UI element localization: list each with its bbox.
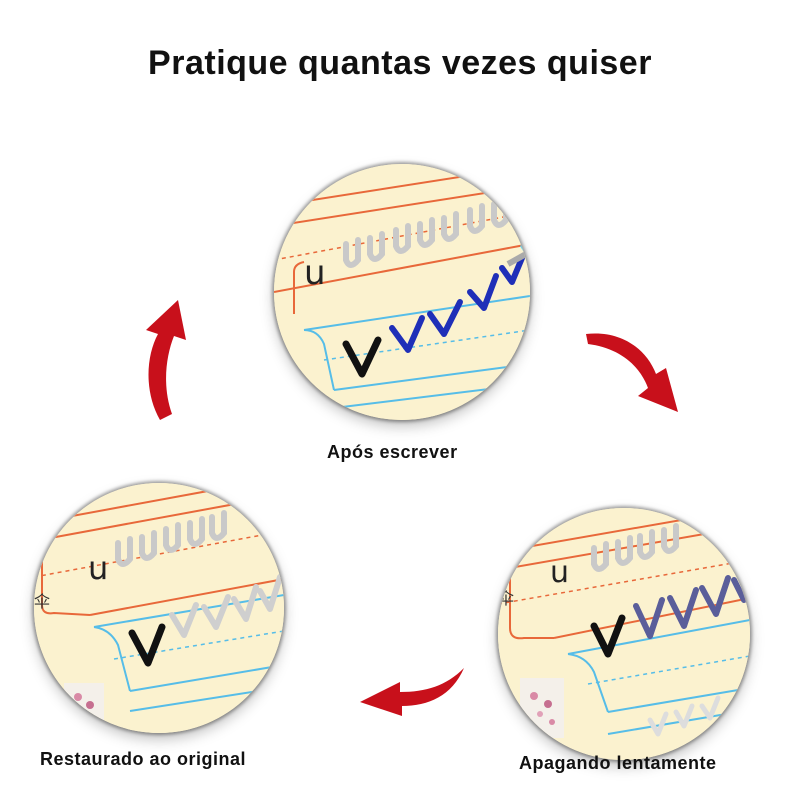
- caption-erasing: Apagando lentamente: [519, 753, 717, 773]
- erasing-photo: u 伞: [498, 508, 750, 760]
- caption-after-writing: Após escrever: [327, 442, 458, 462]
- after-writing-photo: u: [274, 164, 530, 420]
- arrow-up-left: [146, 300, 186, 420]
- practice-letter-u: u: [88, 549, 108, 587]
- arrow-right-down: [586, 333, 678, 412]
- page-title: Pratique quantas vezes quiser: [148, 44, 652, 82]
- restored-photo: u 伞: [34, 483, 284, 733]
- arrow-left-bottom: [360, 668, 464, 716]
- practice-letter-u: u: [550, 555, 569, 590]
- caption-restored: Restaurado ao original: [40, 749, 247, 769]
- page-glyph: 伞: [498, 589, 514, 608]
- practice-letter-u: u: [304, 253, 326, 293]
- page-glyph: 伞: [34, 592, 50, 611]
